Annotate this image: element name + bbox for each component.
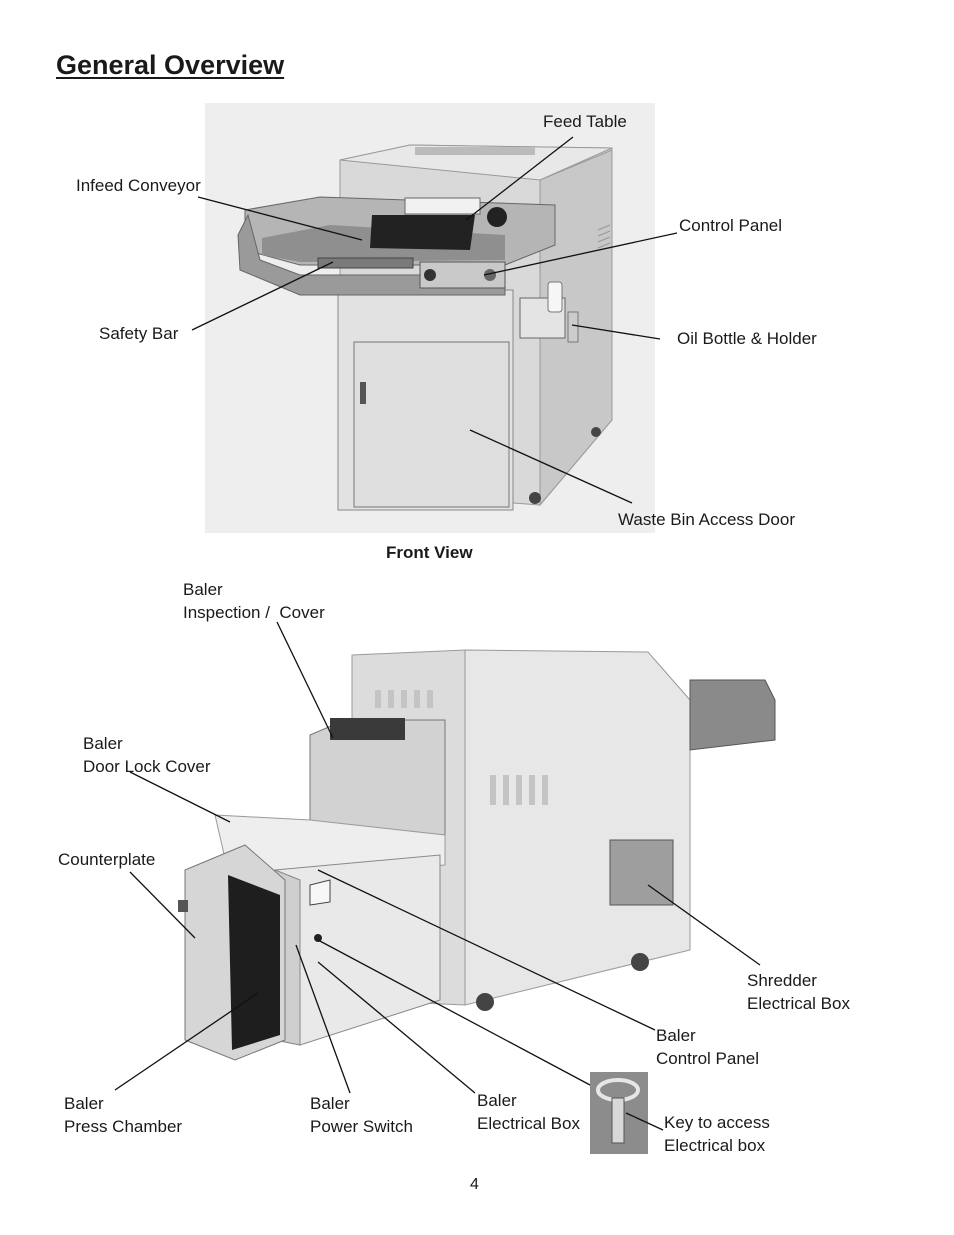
label-infeed-conveyor: Infeed Conveyor [76, 176, 201, 195]
label-line: Inspection / Cover [183, 603, 325, 622]
label-line: Control Panel [656, 1049, 760, 1068]
label-line: Baler [64, 1094, 104, 1113]
label-shredder-electrical-box: Shredder Electrical Box [747, 969, 850, 1015]
page-number: 4 [470, 1176, 479, 1193]
label-baler-inspection-cover: Baler Inspection / Cover [183, 578, 325, 624]
side-view-shredder-baler [178, 649, 776, 1061]
label-line: Baler [310, 1094, 350, 1113]
label-key-electrical-box: Key to access Electrical box [664, 1111, 770, 1157]
label-oil-bottle-holder: Oil Bottle & Holder [677, 329, 817, 348]
label-line: Power Switch [310, 1117, 413, 1136]
label-waste-bin-door: Waste Bin Access Door [618, 510, 795, 529]
label-baler-electrical-box: Baler Electrical Box [477, 1089, 580, 1135]
label-line: Key to access [664, 1113, 770, 1132]
label-baler-press-chamber: Baler Press Chamber [64, 1092, 182, 1138]
front-leader-lines [191, 136, 678, 504]
label-line: Electrical Box [477, 1114, 580, 1133]
front-view-caption: Front View [386, 543, 473, 562]
page-title: General Overview [56, 50, 285, 80]
label-baler-door-lock-cover: Baler Door Lock Cover [83, 732, 211, 778]
label-line: Electrical Box [747, 994, 850, 1013]
label-line: Baler [656, 1026, 696, 1045]
label-baler-control-panel: Baler Control Panel [656, 1024, 759, 1070]
label-baler-power-switch: Baler Power Switch [310, 1092, 413, 1138]
side-leader-lines [114, 621, 761, 1131]
label-line: Baler [477, 1091, 517, 1110]
label-control-panel: Control Panel [679, 216, 783, 235]
label-line: Electrical box [664, 1136, 766, 1155]
label-safety-bar: Safety Bar [99, 324, 179, 343]
label-line: Baler [83, 734, 123, 753]
label-feed-table: Feed Table [543, 112, 627, 131]
front-view-shredder [205, 103, 655, 533]
label-line: Press Chamber [64, 1117, 183, 1136]
label-line: Door Lock Cover [83, 757, 211, 776]
label-line: Shredder [747, 971, 817, 990]
label-line: Baler [183, 580, 223, 599]
label-counterplate: Counterplate [58, 850, 156, 869]
key-photo [590, 1072, 648, 1154]
